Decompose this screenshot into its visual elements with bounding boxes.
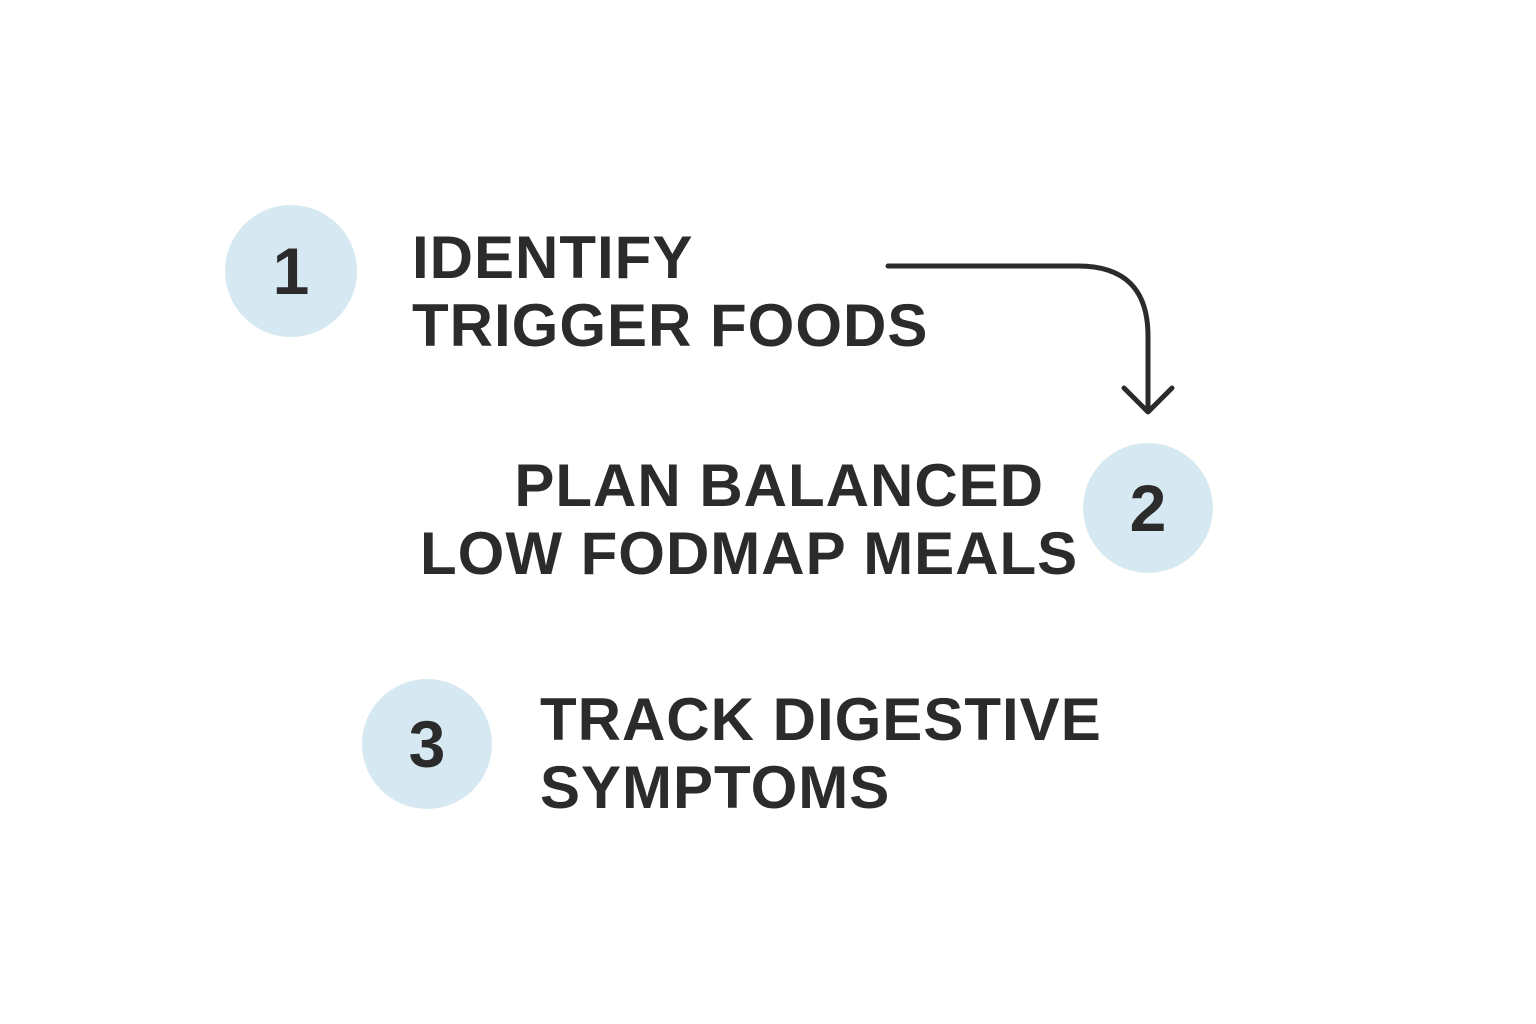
step-3-label-line-2: SYMPTOMS (540, 754, 891, 821)
arrow-down-icon (1121, 385, 1175, 415)
step-3-label-line-1: TRACK DIGESTIVE (540, 686, 1102, 753)
step-1-label-line-1: IDENTIFY (412, 224, 694, 291)
step-2-label-line-1: PLAN BALANCED (514, 452, 1044, 519)
step-2-label-line-2: LOW FODMAP MEALS (420, 520, 1079, 587)
step-1-label-line-2: TRIGGER FOODS (412, 292, 929, 359)
step-2-label: PLAN BALANCED LOW FODMAP MEALS (420, 452, 1079, 588)
arrow-line (885, 263, 1151, 413)
step-1-label: IDENTIFY TRIGGER FOODS (412, 224, 928, 360)
step-2-number-badge: 2 (1083, 443, 1213, 573)
step-1-number: 1 (272, 234, 310, 308)
step-1-number-badge: 1 (225, 205, 357, 337)
step-2-number: 2 (1129, 471, 1167, 545)
step-3-number: 3 (408, 707, 446, 781)
step-3-number-badge: 3 (362, 679, 492, 809)
step-3-label: TRACK DIGESTIVE SYMPTOMS (540, 686, 1102, 822)
